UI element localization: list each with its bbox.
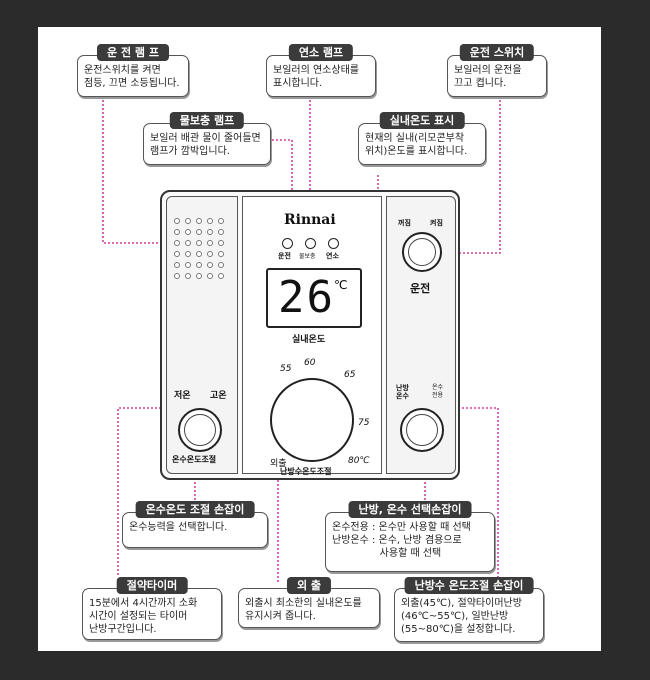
callout-text: 보일러 배관 물이 줄어들면 램프가 깜박입니다. — [150, 133, 261, 157]
remote-controller: Rinnai 운전 물보충 연소 26 ℃ 실내온도 꺼짐 켜짐 운전 저온 고… — [160, 190, 460, 480]
speaker-dot — [207, 229, 213, 235]
callout-title: 실내온도 표시 — [379, 112, 465, 129]
heating-dial[interactable] — [270, 378, 354, 462]
callout-text: 보일러의 운전을 끄고 켭니다. — [454, 65, 522, 89]
mode-hot-label: 온수 전용 — [432, 384, 444, 399]
callout-title: 난방수 온도조절 손잡이 — [404, 577, 534, 594]
speaker-dot — [185, 273, 191, 279]
speaker-dot — [207, 273, 213, 279]
callout-title: 온수온도 조절 손잡이 — [135, 501, 255, 518]
callout-hotwater-knob: 온수온도 조절 손잡이 온수능력을 선택합니다. — [122, 501, 268, 548]
lamp-label-water: 물보충 — [299, 253, 316, 260]
speaker-dot — [207, 262, 213, 268]
speaker-dot — [218, 240, 224, 246]
callout-run-switch: 운전 스위치 보일러의 운전을 끄고 켭니다. — [447, 44, 547, 97]
temp-label: 실내온도 — [292, 335, 326, 345]
burn-lamp — [328, 238, 339, 249]
callout-text: 운전스위치를 켜면 점등, 끄면 소등됩니다. — [84, 65, 180, 89]
callout-title: 운전 스위치 — [459, 44, 535, 61]
speaker-dot — [174, 262, 180, 268]
dial-tick-65: 65 — [344, 370, 356, 380]
speaker-dot — [196, 251, 202, 257]
callout-away: 외 출 외출시 최소한의 실내온도를 유지시켜 줍니다. — [238, 577, 380, 628]
speaker-dot — [174, 229, 180, 235]
speaker-dot — [185, 218, 191, 224]
callout-text: 보일러의 연소상태를 표시합니다. — [273, 65, 359, 89]
brand-logo: Rinnai — [284, 212, 336, 228]
mode-heat-label: 난방 온수 — [396, 384, 409, 400]
speaker-dot — [185, 240, 191, 246]
callout-run-lamp: 운 전 램 프 운전스위치를 켜면 점등, 끄면 소등됩니다. — [77, 44, 189, 97]
run-switch-button[interactable] — [402, 232, 442, 272]
callout-mode-knob: 난방, 온수 선택손잡이 온수전용 : 온수만 사용할 때 선택 난방온수 : … — [325, 501, 495, 572]
temp-unit: ℃ — [334, 278, 348, 292]
switch-off-label: 꺼짐 — [398, 219, 411, 227]
speaker-dot — [218, 229, 224, 235]
callout-title: 운 전 램 프 — [97, 44, 169, 61]
water-lamp — [305, 238, 316, 249]
high-label: 고온 — [210, 391, 227, 401]
speaker-dot — [218, 218, 224, 224]
speaker-dot — [174, 273, 180, 279]
callout-title: 물보충 램프 — [169, 112, 245, 129]
lamp-label-run: 운전 — [278, 252, 291, 260]
dial-tick-80: 80℃ — [348, 456, 370, 466]
speaker-dot — [185, 262, 191, 268]
callout-title: 연소 램프 — [288, 44, 354, 61]
temp-display: 26 ℃ — [266, 268, 362, 328]
dial-tick-60: 60 — [304, 358, 316, 368]
speaker-dot — [174, 240, 180, 246]
lamp-label-burn: 연소 — [326, 252, 339, 260]
temp-value: 26 — [278, 272, 335, 323]
callout-room-temp: 실내온도 표시 현재의 실내(리모콘부착 위치)온도를 표시합니다. — [358, 112, 486, 165]
speaker-dot — [196, 273, 202, 279]
speaker-dot — [196, 218, 202, 224]
heating-label: 난방수온도조절 — [280, 467, 332, 476]
callout-text: 온수능력을 선택합니다. — [129, 522, 228, 533]
mode-knob[interactable] — [400, 408, 444, 452]
speaker-dot — [207, 251, 213, 257]
run-lamp — [282, 238, 293, 249]
speaker-dot — [196, 229, 202, 235]
dial-tick-55: 55 — [280, 364, 292, 374]
callout-text: 15분에서 4시간까지 소화 시간이 설정되는 타이머 난방구간입니다. — [89, 598, 198, 635]
hotwater-knob[interactable] — [178, 408, 222, 452]
speaker-dot — [174, 218, 180, 224]
speaker-dot — [185, 251, 191, 257]
hotwater-label: 온수온도조절 — [172, 455, 217, 464]
callout-title: 외 출 — [286, 577, 332, 594]
callout-title: 절약타이머 — [116, 577, 188, 594]
callout-burn-lamp: 연소 램프 보일러의 연소상태를 표시합니다. — [266, 44, 376, 97]
switch-on-label: 켜짐 — [430, 219, 443, 227]
callout-text: 외출시 최소한의 실내온도를 유지시켜 줍니다. — [245, 598, 362, 622]
callout-text: 외출(45℃), 절약타이머난방 (46℃~55℃), 일반난방 (55~80℃… — [401, 598, 522, 635]
switch-label: 운전 — [410, 282, 431, 295]
speaker-dot — [218, 251, 224, 257]
callout-heating-knob: 난방수 온도조절 손잡이 외출(45℃), 절약타이머난방 (46℃~55℃),… — [394, 577, 544, 642]
callout-text: 온수전용 : 온수만 사용할 때 선택 난방온수 : 온수, 난방 겸용으로 사… — [332, 522, 471, 559]
speaker-dot — [185, 229, 191, 235]
low-label: 저온 — [174, 391, 191, 401]
speaker-dot — [196, 262, 202, 268]
dial-tick-75: 75 — [358, 418, 370, 428]
speaker-dot — [218, 262, 224, 268]
speaker-dot — [174, 251, 180, 257]
callout-timer: 절약타이머 15분에서 4시간까지 소화 시간이 설정되는 타이머 난방구간입니… — [82, 577, 222, 640]
callout-water-lamp: 물보충 램프 보일러 배관 물이 줄어들면 램프가 깜박입니다. — [143, 112, 271, 165]
speaker-dot — [218, 273, 224, 279]
callout-text: 현재의 실내(리모콘부착 위치)온도를 표시합니다. — [365, 133, 468, 157]
callout-title: 난방, 온수 선택손잡이 — [348, 501, 472, 518]
dial-tick-away: 외출 — [270, 459, 287, 469]
speaker-dot — [196, 240, 202, 246]
speaker-dot — [207, 240, 213, 246]
speaker-dot — [207, 218, 213, 224]
